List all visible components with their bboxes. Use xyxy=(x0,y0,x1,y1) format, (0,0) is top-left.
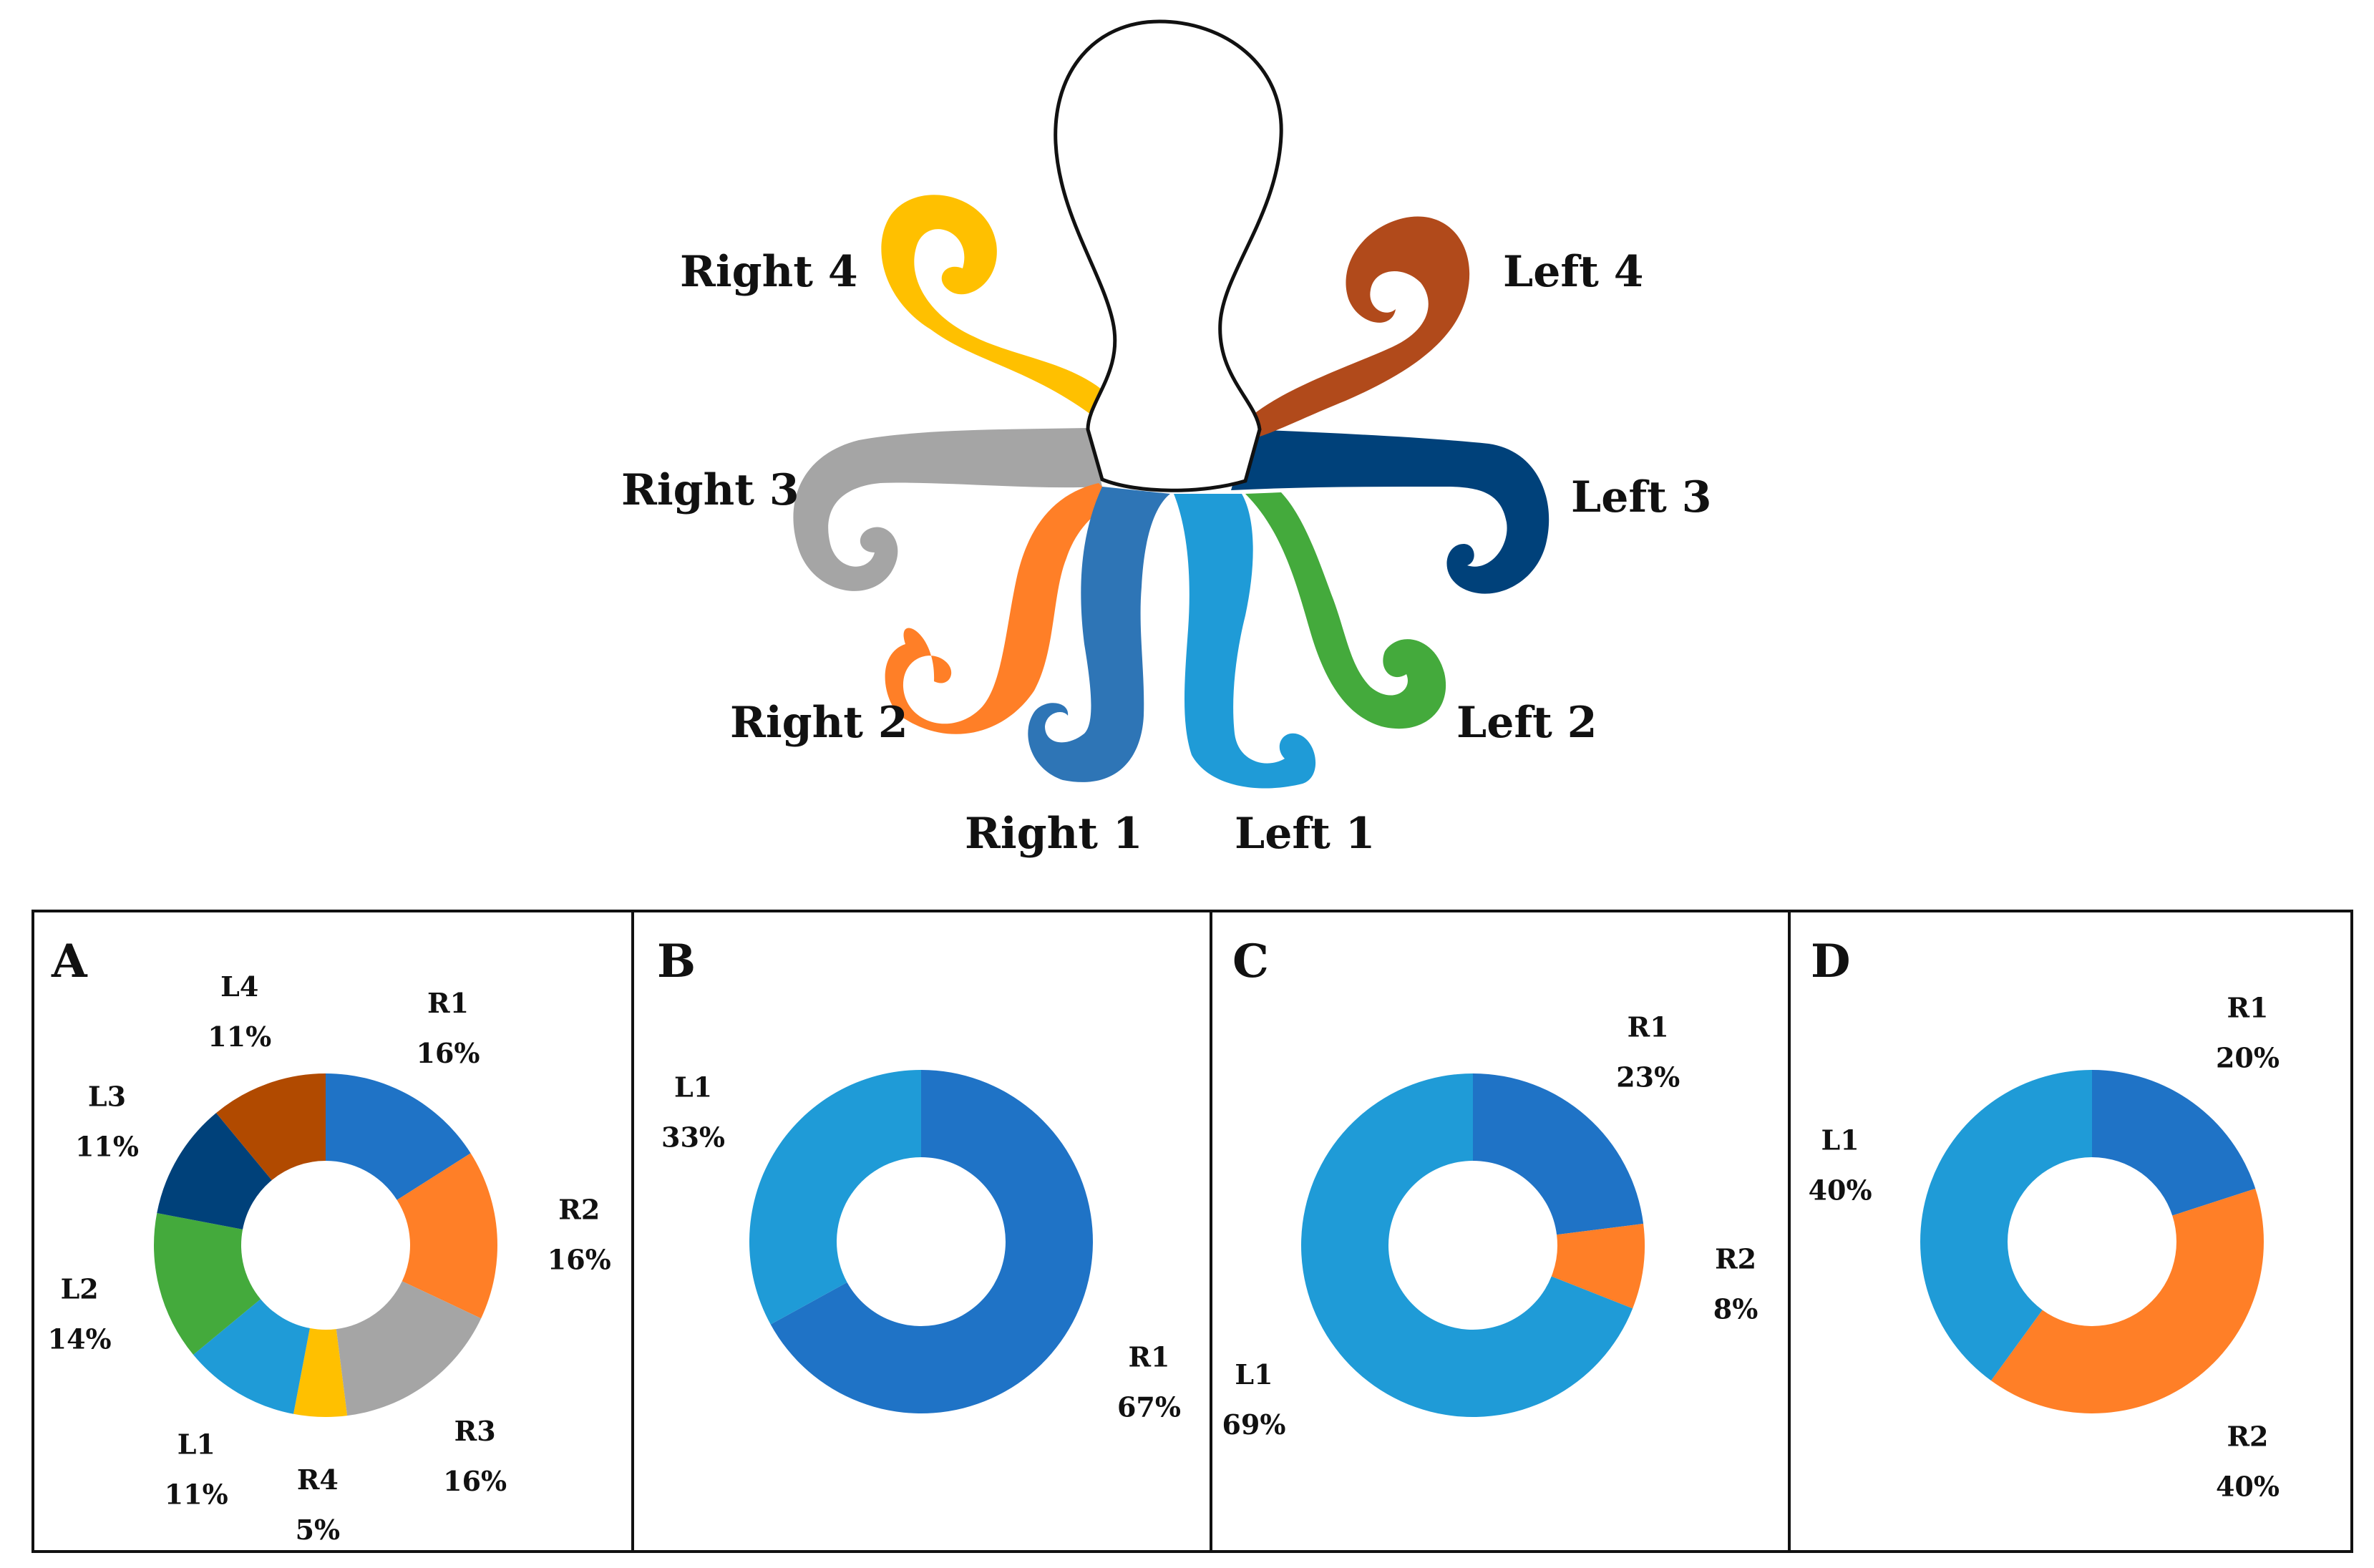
slice-r1 xyxy=(326,1073,471,1200)
slice-r2 xyxy=(1990,1188,2264,1413)
panel-letter-d: D xyxy=(1811,935,1851,988)
slice-name-label: R2 xyxy=(2227,1420,2268,1452)
donut-chart-c: R1 23% R2 8% L1 69% xyxy=(1222,1011,1758,1441)
slice-value-label: 20% xyxy=(2216,1042,2280,1074)
panels-frame xyxy=(31,910,2353,1553)
slice-name-label: L1 xyxy=(177,1428,215,1461)
slice-name-label: L1 xyxy=(674,1071,712,1104)
slice-l3 xyxy=(157,1113,272,1229)
arm-left-4-shape xyxy=(1252,216,1470,437)
label-left-1: Left 1 xyxy=(1235,809,1376,859)
slice-value-label: 16% xyxy=(417,1037,480,1069)
slice-name-label: R2 xyxy=(1715,1242,1756,1275)
slice-value-label: 67% xyxy=(1117,1391,1181,1423)
arm-right-1 xyxy=(1028,487,1170,782)
slice-value-label: 40% xyxy=(1809,1174,1872,1207)
slice-name-label: R4 xyxy=(297,1464,339,1496)
panel-letter-b: B xyxy=(657,935,696,988)
donut-chart-a: R1 16% R2 16% R3 16% R4 5% L1 11% L2 14% L3 11% L4 11% xyxy=(48,970,611,1546)
slice-name-label: L4 xyxy=(220,970,258,1003)
slice-value-label: 8% xyxy=(1713,1292,1758,1325)
slice-value-label: 16% xyxy=(548,1244,611,1276)
slice-name-label: R1 xyxy=(2227,992,2268,1024)
panel-c: C R1 23% R2 8% L1 69% xyxy=(1222,935,1758,1441)
panel-d: D R1 20% R2 40% L1 40% xyxy=(1809,935,2280,1502)
slice-value-label: 11% xyxy=(208,1021,271,1053)
slice-name-label: L1 xyxy=(1235,1358,1273,1391)
arm-left-4 xyxy=(1252,216,1470,437)
panel-a: A R1 16% R2 16% R3 16% R4 5% L1 11% L2 14% L3 11% L4 11… xyxy=(48,935,611,1546)
slice-r2 xyxy=(1551,1223,1645,1309)
slice-name-label: R1 xyxy=(1628,1011,1669,1043)
panel-letter-a: A xyxy=(51,935,88,988)
slice-value-label: 33% xyxy=(661,1121,725,1154)
slice-name-label: R1 xyxy=(1128,1340,1169,1373)
arm-right-3 xyxy=(793,428,1102,591)
arm-left-3-shape xyxy=(1231,429,1550,594)
arm-right-1-shape xyxy=(1028,487,1170,782)
panel-b: B R1 67% L1 33% xyxy=(657,935,1181,1423)
slice-name-label: R1 xyxy=(427,987,469,1019)
slice-name-label: R3 xyxy=(454,1415,496,1447)
slice-l1 xyxy=(1301,1073,1633,1418)
label-left-4: Left 4 xyxy=(1503,247,1644,297)
label-right-2: Right 2 xyxy=(730,698,908,748)
slice-l1 xyxy=(749,1070,921,1325)
octopus-head xyxy=(1054,19,1283,492)
octopus-diagram: Right 4 Right 3 Right 2 Right 1 Left 1 L… xyxy=(621,19,1712,859)
arm-left-2-shape xyxy=(1245,492,1446,729)
slice-r1 xyxy=(1473,1073,1644,1235)
donut-chart-b: R1 67% L1 33% xyxy=(661,1069,1181,1423)
slice-value-label: 69% xyxy=(1222,1408,1285,1441)
arm-right-4-shape xyxy=(881,195,1111,419)
slice-value-label: 11% xyxy=(165,1479,228,1511)
slice-r1 xyxy=(2092,1070,2256,1216)
slice-r2 xyxy=(397,1153,498,1319)
slice-value-label: 16% xyxy=(443,1465,507,1497)
panel-letter-c: C xyxy=(1232,935,1269,988)
slice-r1 xyxy=(770,1069,1094,1414)
arm-left-3 xyxy=(1231,429,1550,594)
label-right-1: Right 1 xyxy=(965,809,1143,859)
slice-l1 xyxy=(193,1299,310,1414)
slice-r3 xyxy=(336,1281,482,1416)
label-left-2: Left 2 xyxy=(1456,698,1597,748)
arm-left-1-shape xyxy=(1174,494,1316,789)
slice-name-label: R2 xyxy=(558,1194,600,1226)
slice-name-label: L2 xyxy=(61,1272,99,1305)
arm-left-1 xyxy=(1174,494,1316,789)
slice-name-label: L3 xyxy=(88,1080,126,1112)
label-left-3: Left 3 xyxy=(1571,472,1712,522)
donut-chart-d: R1 20% R2 40% L1 40% xyxy=(1809,992,2280,1503)
slice-value-label: 14% xyxy=(48,1323,112,1355)
slice-r4 xyxy=(293,1328,348,1418)
arm-left-2 xyxy=(1245,492,1446,729)
slice-value-label: 11% xyxy=(75,1130,139,1162)
arm-right-3-shape xyxy=(793,428,1102,591)
slice-value-label: 5% xyxy=(296,1514,341,1546)
arm-right-2 xyxy=(885,483,1117,734)
slice-l2 xyxy=(154,1213,261,1355)
panels-border xyxy=(31,910,2353,1553)
label-right-4: Right 4 xyxy=(680,247,858,297)
slice-value-label: 23% xyxy=(1616,1061,1680,1093)
slice-value-label: 40% xyxy=(2216,1470,2280,1502)
slice-l4 xyxy=(216,1073,326,1181)
slice-name-label: L1 xyxy=(1821,1124,1859,1156)
arm-right-4 xyxy=(881,195,1111,419)
slice-l1 xyxy=(1920,1070,2092,1381)
label-right-3: Right 3 xyxy=(621,465,799,515)
arm-right-2-shape xyxy=(885,483,1117,734)
